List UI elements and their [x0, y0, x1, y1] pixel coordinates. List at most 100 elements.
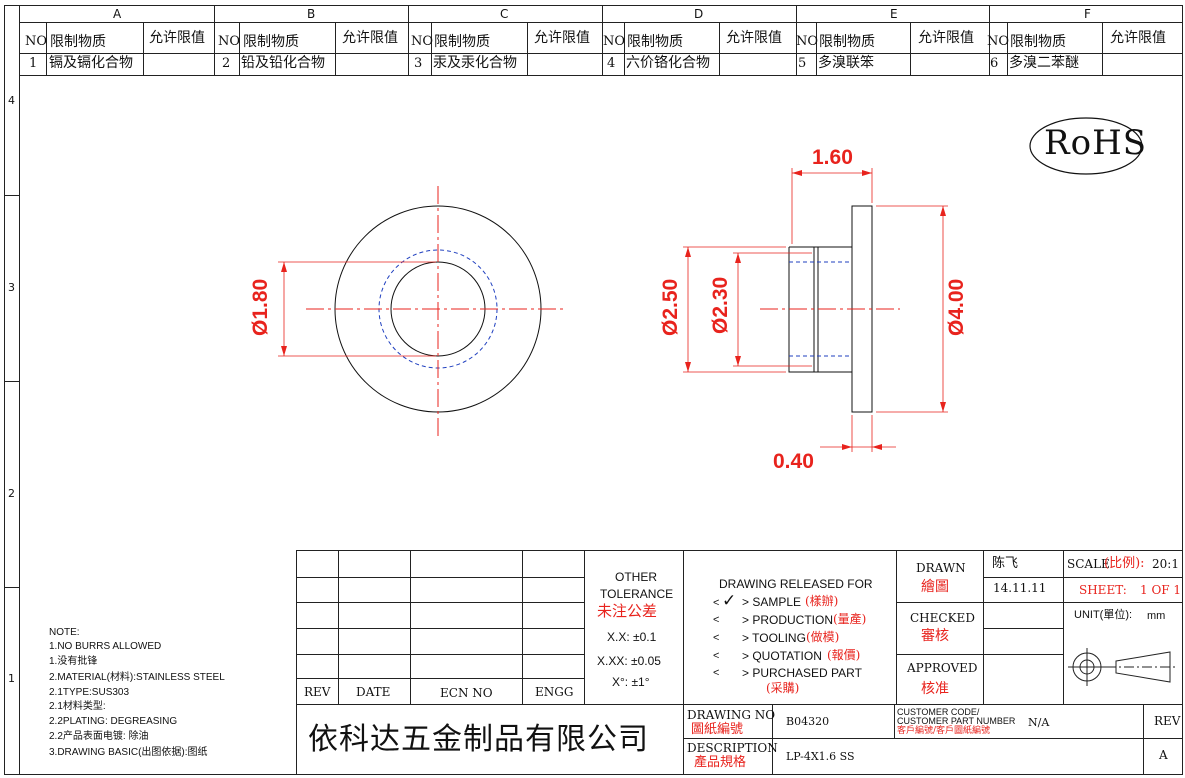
release-cn: (采購): [766, 681, 800, 695]
rs-no-header-3: NO: [411, 34, 434, 49]
rs-limit-header-2: 允许限值: [342, 30, 398, 46]
company-name: 依科达五金制品有限公司: [308, 722, 649, 757]
release-label: > PURCHASED PART: [742, 666, 862, 680]
rs-item-name: 汞及汞化合物: [433, 55, 517, 71]
rs-no-header-4: NO: [603, 34, 626, 49]
description-label: DESCRIPTION: [687, 741, 778, 755]
engg-header: ENGG: [535, 685, 574, 699]
check-icon: ✓: [722, 591, 737, 611]
customer-pn-label: CUSTOMER PART NUMBER: [897, 716, 1016, 726]
customer-code-label: CUSTOMER CODE/: [897, 707, 980, 717]
note-line: 2.1材料类型:: [49, 701, 106, 712]
unit-label: UNIT(單位):: [1074, 609, 1133, 621]
release-mark: <: [713, 650, 720, 662]
dim-flange-thickness: 0.40: [773, 450, 814, 473]
date-header: DATE: [356, 685, 391, 699]
rs-item-name: 六价铬化合物: [626, 55, 710, 71]
rev-head: REV: [1154, 714, 1181, 728]
release-cn: (樣辦): [805, 594, 839, 608]
tolerance-cn: 未注公差: [597, 602, 658, 620]
release-mark: <: [713, 597, 720, 609]
release-cn: (量產): [833, 612, 867, 626]
sheet-label: SHEET:: [1079, 583, 1127, 597]
note-line: 1.没有批锋: [49, 656, 98, 667]
checked-cn: 審核: [921, 628, 949, 644]
rohs-label: RoHS: [1044, 123, 1148, 163]
tolerance-deg: X°: ±1°: [612, 675, 650, 689]
zone-col-f: F: [1084, 7, 1091, 21]
rs-no-header-5: NO: [796, 34, 819, 49]
rs-item-name: 镉及镉化合物: [49, 55, 133, 71]
drawn-date: 14.11.11: [993, 581, 1047, 595]
drawing-no-cn: 圖紙編號: [691, 722, 744, 737]
note-line: 2.2产品表面电镀: 除油: [49, 731, 149, 742]
note-line: 2.1TYPE:SUS303: [49, 687, 130, 698]
zone-row-2: 2: [8, 487, 15, 500]
tolerance-xx: X.XX: ±0.05: [597, 654, 661, 668]
tolerance-label: TOLERANCE: [600, 587, 674, 601]
release-mark: <: [713, 614, 720, 626]
release-label: > PRODUCTION: [742, 613, 834, 627]
scale-cn: (比例):: [1104, 556, 1145, 571]
release-label: > QUOTATION: [742, 649, 822, 663]
rs-item-no: 2: [222, 56, 231, 71]
rs-substance-header-3: 限制物质: [434, 34, 490, 50]
rs-no-header-6: NO: [987, 34, 1010, 49]
sheet-value: 1 OF 1: [1140, 583, 1182, 597]
zone-col-d: D: [694, 7, 704, 21]
checked-label: CHECKED: [910, 611, 975, 625]
rs-limit-header-3: 允许限值: [534, 30, 590, 46]
rs-limit-header-1: 允许限值: [149, 30, 205, 46]
drawn-label: DRAWN: [916, 561, 966, 575]
scale-value: 20:1: [1152, 557, 1179, 571]
projection-symbol: [1068, 648, 1178, 686]
other-label: OTHER: [615, 570, 657, 584]
notes-title: NOTE:: [49, 627, 80, 638]
unit-value: mm: [1147, 610, 1166, 622]
release-label: > SAMPLE: [742, 595, 802, 609]
release-cn: (做模): [806, 630, 840, 644]
zone-row-3: 3: [8, 281, 15, 294]
rs-substance-header-5: 限制物质: [819, 34, 875, 50]
rs-no-header-2: NO: [218, 34, 241, 49]
rs-substance-header-4: 限制物质: [627, 34, 683, 50]
release-mark: <: [713, 632, 720, 644]
tolerance-x: X.X: ±0.1: [607, 630, 657, 644]
rs-limit-header-4: 允许限值: [726, 30, 782, 46]
drawing-no-value: B04320: [786, 715, 830, 728]
drawn-cn: 繪圖: [921, 579, 949, 595]
rs-item-name: 多溴联笨: [818, 55, 874, 71]
note-line: 2.MATERIAL(材料):STAINLESS STEEL: [49, 672, 225, 683]
rs-substance-header-1: 限制物质: [50, 34, 106, 50]
rs-item-no: 3: [414, 56, 423, 71]
zone-col-c: C: [500, 7, 509, 21]
rs-item-no: 1: [29, 56, 38, 71]
note-line: 3.DRAWING BASIC(出图依据):图纸: [49, 747, 208, 758]
approved-cn: 核准: [921, 681, 949, 697]
zone-row-4: 4: [8, 94, 15, 107]
note-line: 1.NO BURRS ALLOWED: [49, 641, 162, 652]
zone-col-a: A: [113, 7, 122, 21]
note-line: 2.2PLATING: DEGREASING: [49, 716, 178, 727]
rs-substance-header-2: 限制物质: [243, 34, 299, 50]
rev-header: REV: [304, 685, 331, 699]
scale-label: SCALE: [1067, 557, 1110, 571]
rs-item-no: 6: [990, 56, 999, 71]
rs-item-no: 5: [798, 56, 807, 71]
rs-item-name: 多溴二苯醚: [1009, 55, 1079, 71]
rs-item-no: 4: [607, 56, 616, 71]
approved-label: APPROVED: [907, 661, 978, 675]
zone-col-b: B: [307, 7, 316, 21]
drawn-by: 陈飞: [992, 556, 1019, 571]
rohs-badge: [1029, 117, 1143, 175]
rs-no-header-1: NO: [25, 34, 48, 49]
rs-substance-header-6: 限制物质: [1010, 34, 1066, 50]
rs-limit-header-6: 允许限值: [1110, 30, 1166, 46]
customer-value: N/A: [1028, 716, 1050, 729]
description-value: LP-4X1.6 SS: [786, 750, 855, 763]
release-mark: <: [713, 667, 720, 679]
dim-overall-length: 1.60: [812, 146, 853, 169]
release-cn: (報價): [827, 648, 861, 662]
